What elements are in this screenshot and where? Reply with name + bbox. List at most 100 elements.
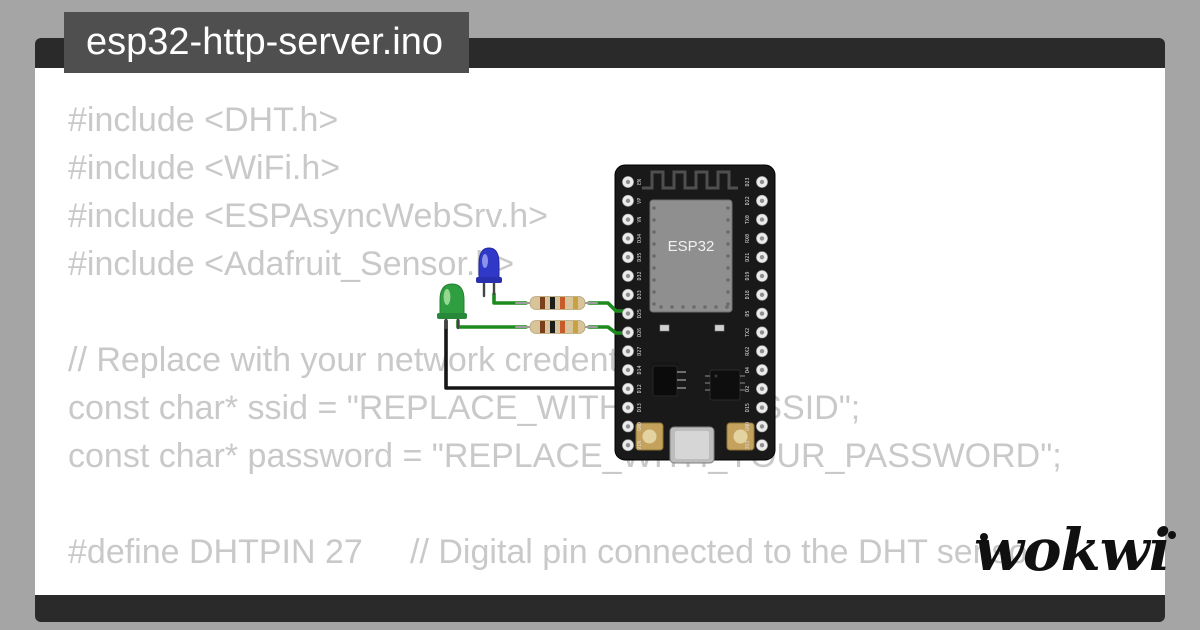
pin-label: TX2 [745,328,751,337]
pin-hole-center [759,179,765,185]
pin-label: D34 [637,234,643,243]
pin-hole-center [759,367,765,373]
module-pad [652,254,656,258]
pin-label: D5 [745,311,751,317]
pin-label: D18 [745,290,751,299]
pin-hole-center [625,255,631,260]
code-line: #include <DHT.h> [68,101,339,139]
sketch-filename-badge: esp32-http-server.ino [64,12,469,73]
pin-hole-center [625,349,631,354]
preview-card [35,68,1165,595]
pin-label: D32 [637,271,643,280]
green-led [437,283,467,330]
pin-label: VP [637,198,643,204]
pin-label: VN [637,217,643,223]
gnd-wire [444,319,630,390]
pin-label: D13 [637,403,643,412]
pin-hole-center [759,273,765,279]
smd-component [714,324,725,332]
pin-hole-center [759,349,765,354]
code-line: #include <Adafruit_Sensor.h> [68,245,515,283]
boot-button [726,422,755,451]
pin-label: D22 [745,196,751,205]
esp32-module [649,199,733,313]
module-pad [726,230,730,234]
pin-hole-center [759,330,765,335]
blue-led-wire [492,292,528,305]
module-pad [726,218,730,222]
module-pad [652,290,656,294]
pin-label: VIN [637,441,643,450]
voltage-regulator [651,362,686,397]
pin-header-right: D23D22TX0RX0D21D19D18D5TX2RX2D4D2D15GND3… [745,176,768,452]
module-pad [652,242,656,246]
pin-label: RX0 [745,234,751,243]
pin-hole-center [759,255,765,260]
pin-hole-center [625,386,631,391]
pin-label: EN [637,179,643,185]
pin-label: RX2 [745,347,751,356]
module-pad [659,305,663,309]
code-line: #define DHTPIN 27 // Digital pin connect… [68,533,1039,571]
pin-label: GND [637,422,643,431]
pin-label: D15 [745,403,751,412]
resistor-1 [515,296,598,310]
antenna-pattern [642,170,738,190]
module-pads [652,206,730,309]
pin-hole-center [625,405,631,410]
pin-hole-center [759,311,765,316]
usb-uart-chip [705,369,745,401]
code-line: #include <WiFi.h> [68,149,341,187]
module-pad [692,305,696,309]
code-line: #include <ESPAsyncWebSrv.h> [68,197,549,235]
pin-hole-center [625,236,631,241]
pin-label: D23 [745,177,751,186]
pin-label: D27 [637,347,643,356]
pin-hole-center [759,405,765,410]
wokwi-logo: wokwi [974,516,1176,584]
pin-label: D33 [637,290,643,299]
pin-label: D14 [637,365,643,374]
module-pad [652,218,656,222]
module-pad [681,305,685,309]
pin-label: D19 [745,271,751,280]
logo-antenna-dot [980,533,988,541]
module-pad [726,266,730,270]
pin-hole-center [625,443,631,448]
pin-label: TX0 [745,215,751,224]
module-pad [652,278,656,282]
pin-label: D21 [745,253,751,262]
module-pad [726,302,730,306]
usb-connector [669,426,715,464]
en-button [635,422,664,451]
pin-hole-center [759,443,765,448]
resistor2-wire [587,325,630,335]
pin-hole-center [759,292,765,297]
pin-label: D35 [637,253,643,262]
module-pad [726,206,730,210]
pin-hole-center [625,311,631,316]
smd-component [659,324,670,332]
module-pad [652,230,656,234]
module-pad [703,305,707,309]
module-pad [714,305,718,309]
resistor-2 [515,320,598,334]
module-pad [670,305,674,309]
pin-hole-center [625,179,631,185]
module-pad [726,290,730,294]
pin-hole-center [625,198,631,203]
pin-label: D26 [637,328,643,337]
module-pad [652,302,656,306]
resistor1-wire [587,301,630,313]
wokwi-logo-text: wokwi [974,516,1170,584]
pin-hole-center [625,292,631,297]
esp32-board: ESP32 [614,164,776,464]
module-pad [726,278,730,282]
blue-led [476,247,502,298]
pin-hole-center [625,367,631,373]
pin-label: GND [745,422,751,431]
pin-label: D12 [637,384,643,393]
module-pad [726,242,730,246]
pin-hole-center [625,424,631,429]
esp32-module-label: ESP32 [668,238,715,255]
